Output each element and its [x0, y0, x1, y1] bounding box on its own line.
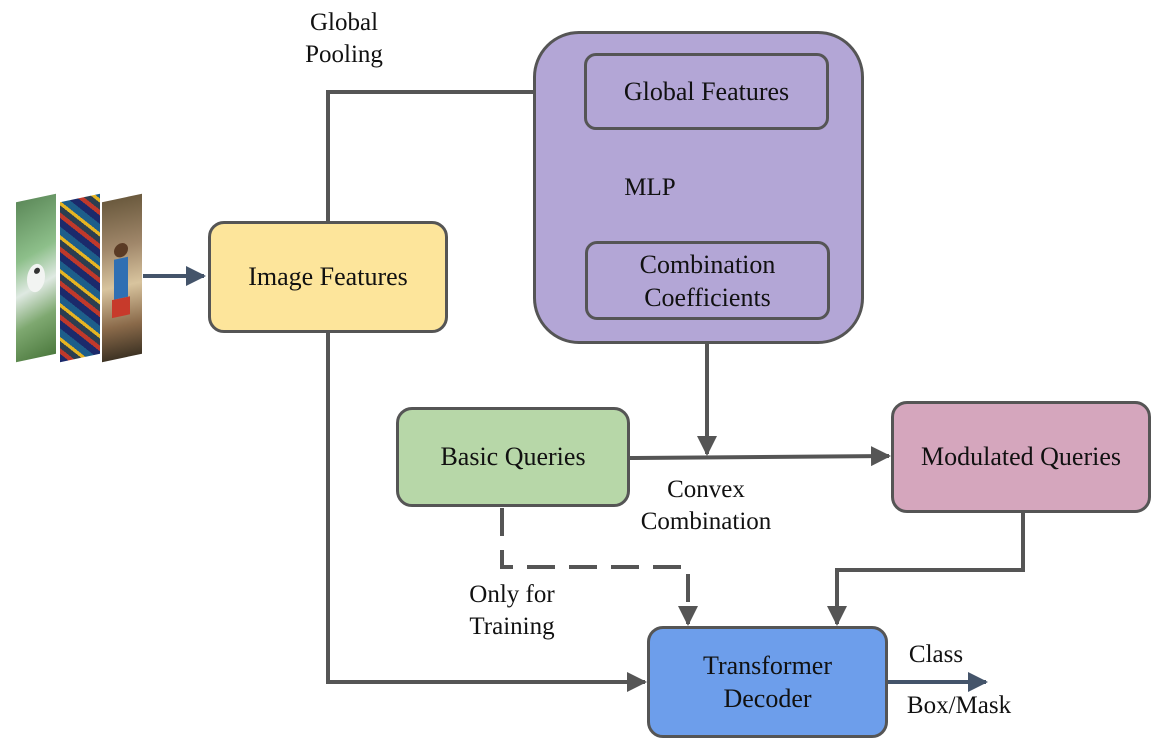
combination-coefficients-node: Combination Coefficients — [585, 241, 830, 320]
image-features-label: Image Features — [248, 262, 408, 291]
modulated-queries-node: Modulated Queries — [891, 401, 1151, 513]
transformer-decoder-node: Transformer Decoder — [647, 626, 888, 738]
only-for-training-label-line1: Only for — [469, 581, 555, 608]
arrow-convex-combination — [629, 446, 891, 467]
mlp-label: MLP — [614, 172, 686, 204]
arrow-image-features-to-decoder — [326, 332, 647, 692]
arrow-only-for-training — [500, 508, 698, 626]
arrow-global-pooling — [326, 82, 584, 222]
convex-combination-label: Convex Combination — [626, 474, 786, 538]
basic-queries-label: Basic Queries — [440, 442, 586, 471]
output-box-mask-label-text: Box/Mask — [906, 692, 1012, 719]
transformer-decoder-label-line2: Decoder — [723, 684, 812, 713]
image-features-node: Image Features — [208, 221, 448, 333]
combination-coefficients-label-line2: Coefficients — [644, 282, 771, 312]
global-pooling-label-line1: Global — [309, 9, 379, 36]
only-for-training-label-line2: Training — [469, 613, 555, 640]
basic-queries-node: Basic Queries — [396, 407, 630, 507]
output-box-mask-label: Box/Mask — [896, 690, 1022, 722]
mlp-label-text: MLP — [624, 174, 676, 201]
convex-combination-label-line2: Combination — [640, 508, 772, 535]
input-image-2 — [60, 193, 100, 363]
global-features-node: Global Features — [584, 53, 829, 130]
transformer-decoder-label-line1: Transformer — [702, 651, 833, 680]
convex-combination-label-line1: Convex — [667, 476, 745, 503]
global-pooling-label-line2: Pooling — [305, 41, 383, 68]
combination-coefficients-label-line1: Combination — [639, 249, 776, 279]
input-image-3 — [102, 193, 142, 363]
output-class-label-text: Class — [908, 641, 964, 668]
only-for-training-label: Only for Training — [452, 579, 572, 643]
global-pooling-label: Global Pooling — [294, 7, 394, 71]
global-features-label: Global Features — [623, 76, 790, 106]
input-image-1 — [16, 193, 56, 363]
modulated-queries-label: Modulated Queries — [920, 442, 1121, 471]
output-class-label: Class — [896, 639, 976, 671]
arrow-modulated-to-decoder — [827, 513, 1025, 626]
